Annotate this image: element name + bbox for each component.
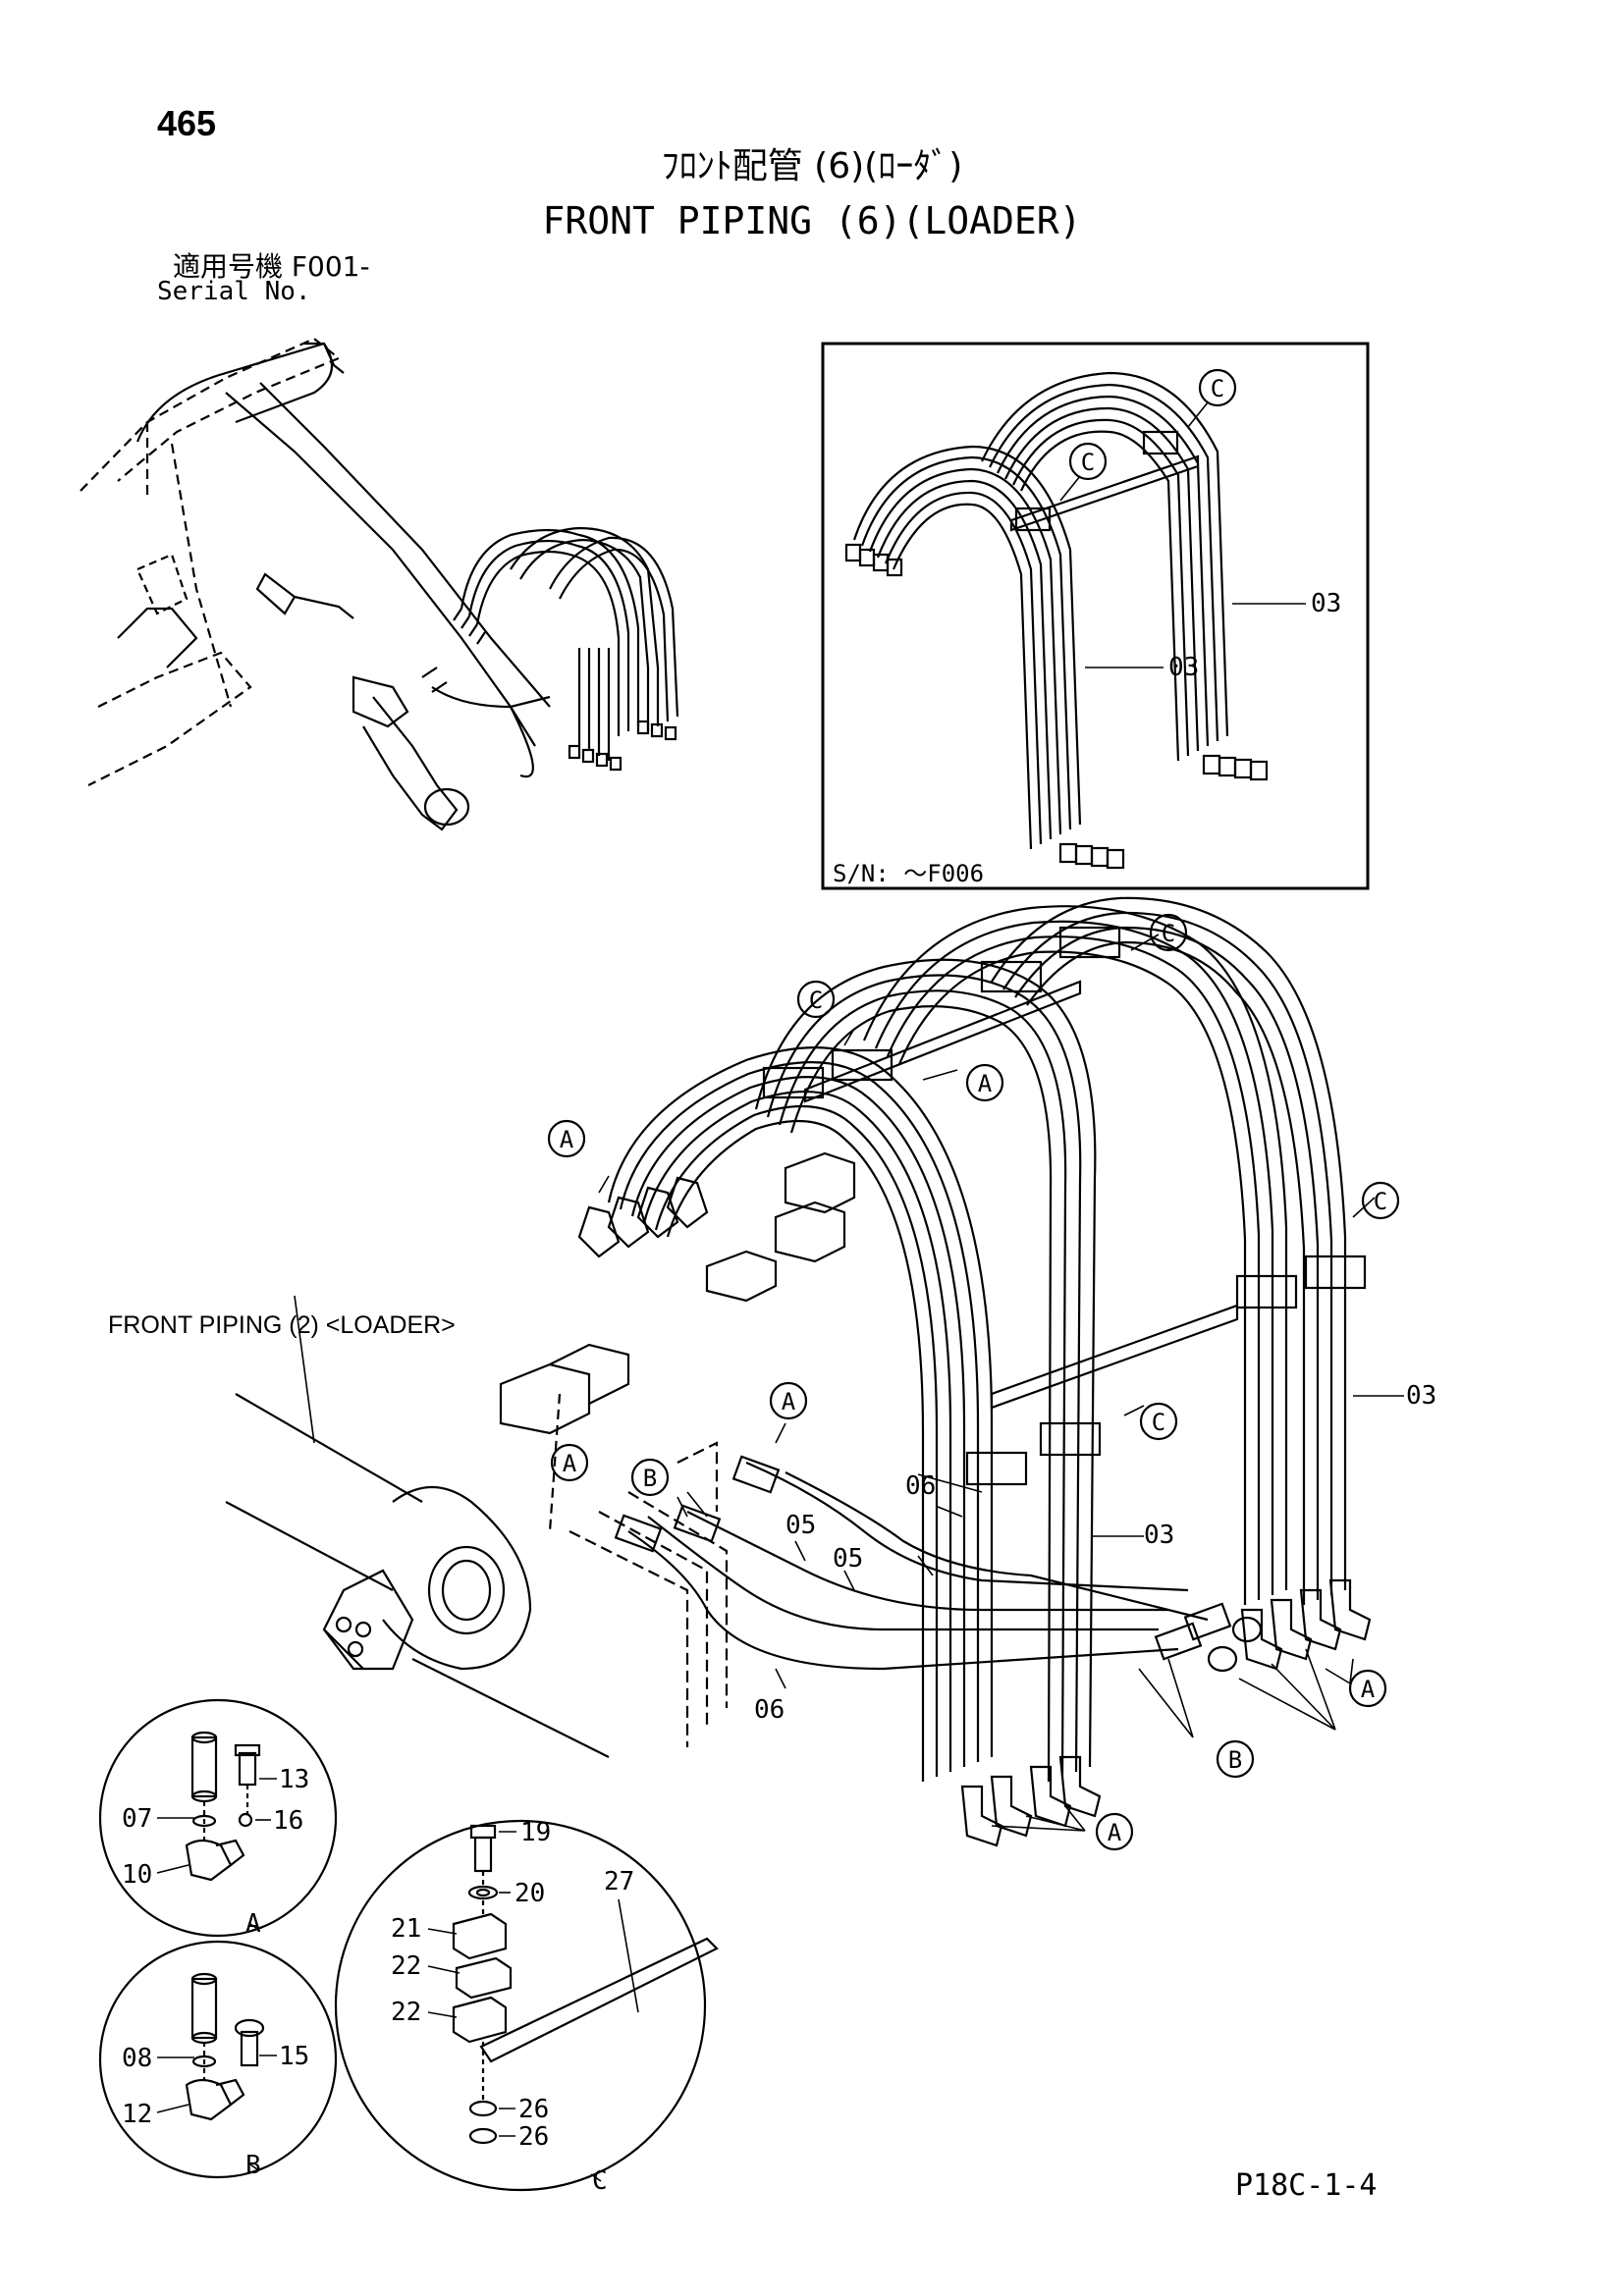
callout-c: C [1149,913,1188,952]
svg-text:A: A [1108,1819,1122,1846]
document-code: P18C-1-4 [1235,2168,1378,2203]
serial-label-japanese: 適用号機 F001- [173,250,370,283]
part-label-05: 05 [785,1511,816,1540]
detail-a [98,1698,338,1938]
inset-frame [821,342,1370,890]
callout-a: A [769,1381,808,1420]
svg-text:A: A [560,1126,574,1153]
part-label-19: 19 [520,1818,551,1847]
callout-b: B [1216,1739,1255,1779]
part-label-12: 12 [122,2100,152,2129]
callout-a: A [547,1119,586,1158]
part-label-06: 06 [905,1471,936,1501]
callout-b: B [630,1458,670,1497]
part-label-03: 03 [1406,1381,1436,1411]
svg-text:A: A [1361,1676,1376,1703]
detail-label-a: A [245,1909,261,1939]
part-label-06: 06 [754,1695,785,1725]
part-label-03: 03 [1144,1521,1174,1550]
inset-drawing [821,342,1370,890]
svg-text:C: C [1162,920,1175,947]
part-label-16: 16 [273,1806,303,1836]
svg-text:C: C [1374,1188,1387,1215]
overview-machine-drawing [80,337,679,831]
detail-label-b: B [245,2151,261,2180]
svg-text:C: C [1081,449,1095,476]
callout-c: C [1139,1402,1178,1441]
part-label-27: 27 [604,1867,634,1896]
svg-text:C: C [1211,375,1224,402]
part-label-21: 21 [391,1914,421,1944]
page-number: 465 [157,103,217,143]
callout-a: A [550,1443,589,1482]
callout-c: C [1068,442,1108,481]
part-label-07: 07 [122,1804,152,1834]
callout-c: C [1198,368,1237,407]
svg-text:A: A [782,1388,796,1415]
part-label-26: 26 [518,2122,549,2152]
part-label-08: 08 [122,2044,152,2073]
callout-a: A [1348,1669,1387,1708]
page-title: FRONT PIPING (6)(LOADER) [542,199,1082,242]
svg-text:B: B [1228,1746,1242,1774]
part-label-05: 05 [833,1544,863,1574]
svg-text:A: A [978,1070,993,1097]
leader-lines [598,934,1404,1832]
svg-text:B: B [643,1465,657,1492]
svg-text:C: C [809,987,823,1014]
detail-b [98,1940,338,2179]
svg-text:A: A [563,1450,577,1477]
part-label-03: 03 [1168,653,1199,682]
main-hose-assembly [499,896,1372,1847]
part-label-22: 22 [391,1998,421,2027]
callout-c: C [1361,1181,1400,1220]
part-label-03: 03 [1311,589,1341,618]
part-label-20: 20 [514,1879,545,1908]
part-label-10: 10 [122,1860,152,1890]
part-label-26: 26 [518,2095,549,2124]
part-label-22: 22 [391,1951,421,1981]
inset-serial-note: S/N: ～F006 [833,860,984,887]
callout-c: C [796,980,836,1019]
reference-label: FRONT PIPING (2) <LOADER> [108,1311,456,1339]
page-title-japanese: ﾌﾛﾝﾄ配管 (6)(ﾛｰﾀﾞ) [661,146,963,187]
detail-label-c: C [592,2166,608,2196]
svg-text:C: C [1152,1409,1165,1436]
callout-a: A [1095,1812,1134,1851]
part-label-15: 15 [279,2042,309,2071]
part-label-13: 13 [279,1765,309,1794]
callout-a: A [965,1063,1004,1102]
serial-label: Serial No. [157,277,311,306]
boom-cylinder [225,1295,729,1758]
